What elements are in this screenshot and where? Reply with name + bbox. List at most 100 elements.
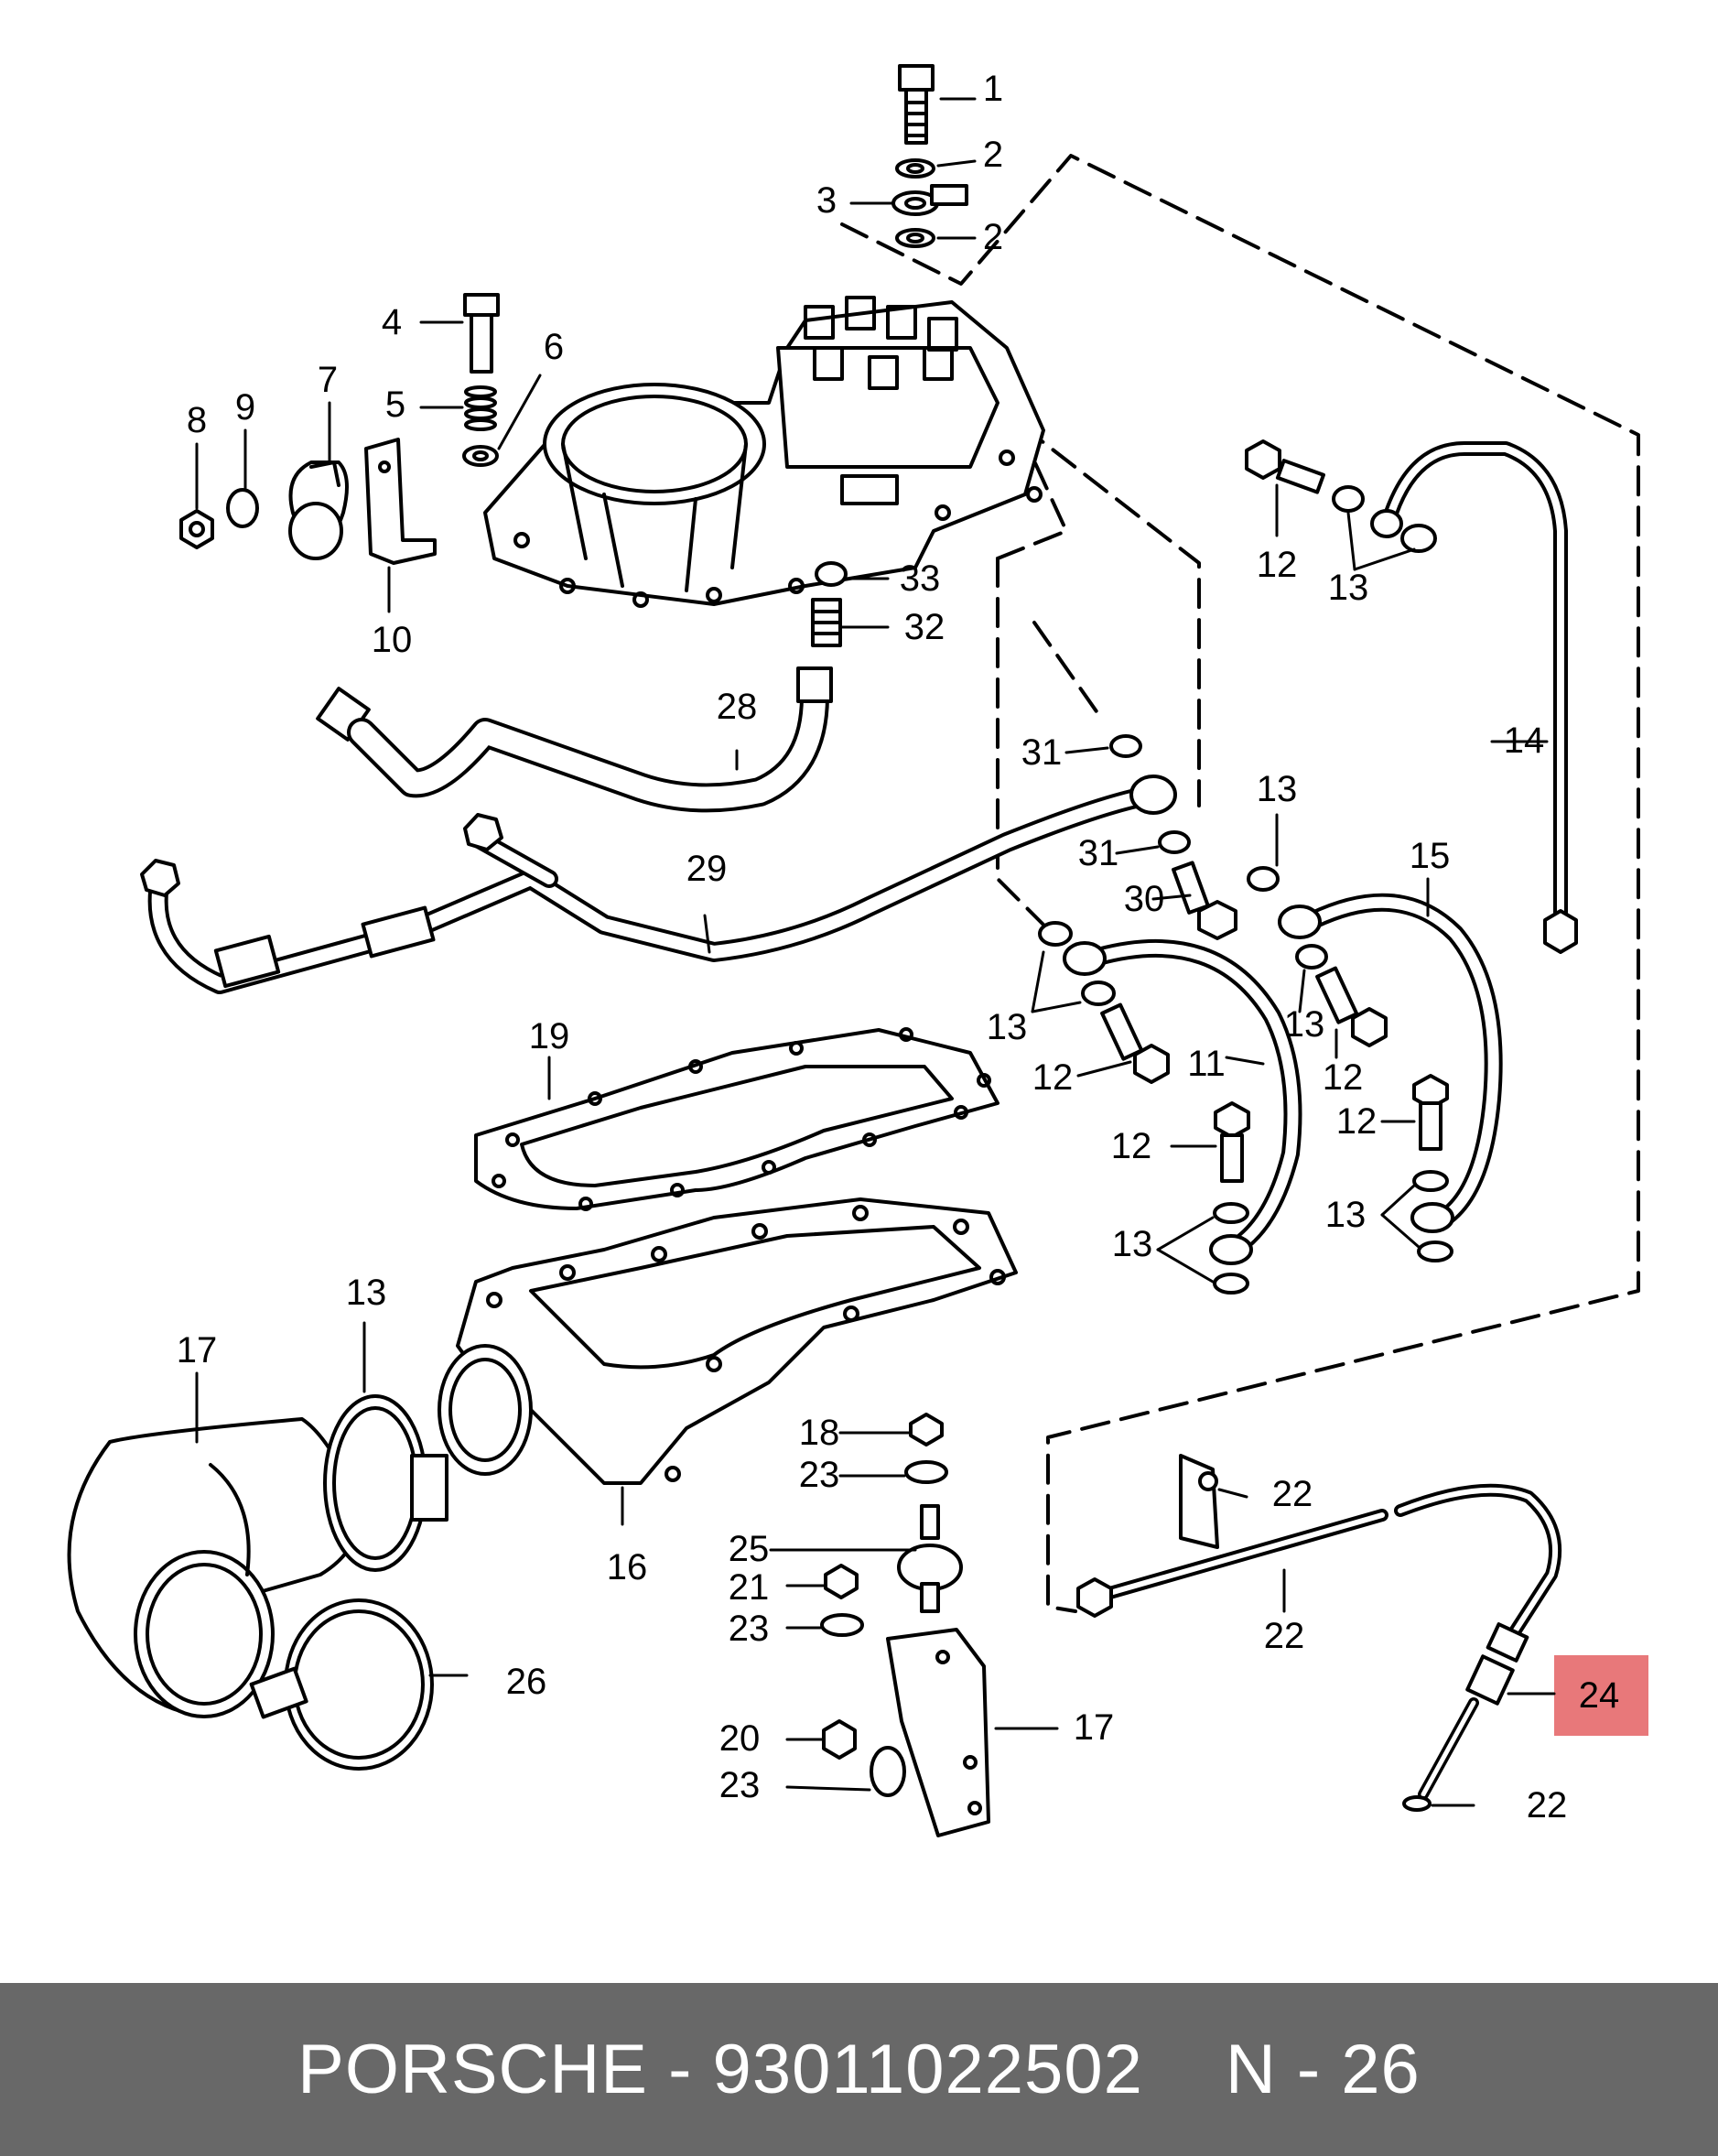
callout-7: 7	[318, 360, 338, 400]
callout-11: 11	[1187, 1044, 1226, 1084]
callout-6: 6	[544, 327, 564, 367]
callout-17: 17	[177, 1330, 218, 1371]
intake-manifold-18	[438, 1197, 1018, 1485]
fuel-line-29	[140, 775, 1177, 994]
bolt-12-upper	[1245, 439, 1325, 494]
callout-12: 12	[1032, 1057, 1074, 1098]
callout-23: 23	[729, 1609, 770, 1649]
callout-29: 29	[686, 849, 728, 889]
nut-8	[179, 509, 214, 549]
bolt-4	[463, 293, 500, 374]
callout-3: 3	[816, 180, 837, 221]
bracket-20	[886, 1628, 990, 1837]
bolt-12-right	[1412, 1074, 1449, 1151]
callout-13: 13	[1328, 568, 1369, 608]
banjo-fitting-3	[891, 184, 968, 216]
callout-24: 24	[1579, 1675, 1620, 1716]
callout-15: 15	[1410, 836, 1451, 876]
callout-26-highlighted: 26	[506, 1662, 547, 1702]
nut-23-upper	[909, 1413, 944, 1446]
washer-13-f	[1417, 1241, 1453, 1262]
washer-22-upper	[904, 1460, 948, 1484]
washer-2-lower	[895, 228, 935, 248]
callout-8: 8	[187, 400, 207, 440]
callout-1: 1	[983, 69, 1003, 109]
fuel-hose-15	[1278, 893, 1503, 1233]
separator: -	[648, 2031, 713, 2108]
callout-13: 13	[1257, 769, 1298, 809]
callout-5: 5	[385, 385, 405, 425]
washer-13-i	[1213, 1202, 1249, 1224]
callout-31: 31	[1078, 833, 1119, 873]
washer-9	[226, 488, 259, 528]
callout-18: 18	[799, 1413, 840, 1453]
washer-22-lower	[870, 1746, 906, 1797]
callout-16: 16	[607, 1547, 648, 1587]
bolt-12-lower	[1214, 1101, 1250, 1183]
callout-13: 13	[346, 1273, 387, 1313]
washer-13-j	[1213, 1273, 1249, 1295]
callout-13: 13	[1112, 1224, 1153, 1264]
callout-13: 13	[1325, 1195, 1367, 1235]
washer-13-e	[1412, 1170, 1449, 1192]
callout-12: 12	[1336, 1101, 1378, 1142]
callout-10: 10	[372, 620, 413, 660]
parts-diagram: 1232456789101213143332283113152931301312…	[67, 64, 1648, 1837]
washer-31-upper	[1109, 734, 1142, 758]
callout-22: 22	[1527, 1785, 1568, 1826]
callout-21: 21	[729, 1567, 770, 1608]
callout-22: 22	[1272, 1474, 1313, 1514]
washer-33	[815, 561, 848, 587]
clamp-7	[288, 460, 349, 560]
callout-30: 30	[1124, 879, 1165, 919]
bolt-12-mid-right	[1315, 966, 1388, 1047]
bolt-1	[898, 64, 935, 145]
pipe-24	[1076, 1483, 1562, 1645]
callout-2: 2	[983, 135, 1003, 175]
spring-5	[464, 385, 497, 431]
seal-27	[1402, 1795, 1432, 1812]
washer-13-c	[1247, 866, 1280, 892]
callout-23: 23	[719, 1765, 761, 1805]
bolt-12-mid	[1100, 1002, 1170, 1084]
part-number: 93011022502	[712, 2031, 1143, 2108]
nut-23-mid	[824, 1564, 859, 1599]
washer-2-upper	[895, 158, 935, 179]
clamp-25	[1179, 1454, 1219, 1549]
callout-22: 22	[1264, 1616, 1305, 1656]
washer-13-g	[1038, 921, 1073, 947]
callout-20: 20	[719, 1718, 761, 1759]
callout-4: 4	[382, 302, 402, 342]
callout-33: 33	[900, 558, 941, 599]
washer-13-h	[1081, 980, 1116, 1006]
fuel-hose-11	[1063, 938, 1302, 1265]
callout-2: 2	[983, 217, 1003, 257]
sensor-26	[1418, 1622, 1529, 1800]
fitting-32	[811, 598, 842, 647]
callout-14: 14	[1504, 720, 1545, 761]
callout-12: 12	[1323, 1057, 1364, 1098]
washer-31-lower	[1158, 830, 1191, 854]
washer-13-a	[1332, 485, 1365, 513]
hose-clamp-17-lower	[249, 1598, 434, 1771]
callout-19: 19	[529, 1016, 570, 1056]
callout-13: 13	[1284, 1004, 1325, 1045]
callout-32: 32	[904, 607, 945, 647]
washer-13-d	[1295, 944, 1328, 970]
nut-23-lower	[822, 1719, 857, 1760]
callout-23: 23	[799, 1455, 840, 1495]
callout-31: 31	[1021, 732, 1063, 773]
highlight-box	[1554, 1655, 1648, 1736]
callout-12: 12	[1257, 545, 1298, 585]
washer-6	[462, 445, 499, 467]
position-number: N - 26	[1225, 2031, 1421, 2108]
callout-9: 9	[235, 387, 255, 428]
washer-13-b	[1400, 524, 1437, 553]
bracket-10	[364, 438, 437, 565]
rubber-mount-21	[897, 1504, 963, 1613]
callout-13: 13	[987, 1007, 1028, 1047]
callout-17: 17	[1074, 1707, 1115, 1748]
hose-clamp-17-upper	[323, 1394, 448, 1572]
